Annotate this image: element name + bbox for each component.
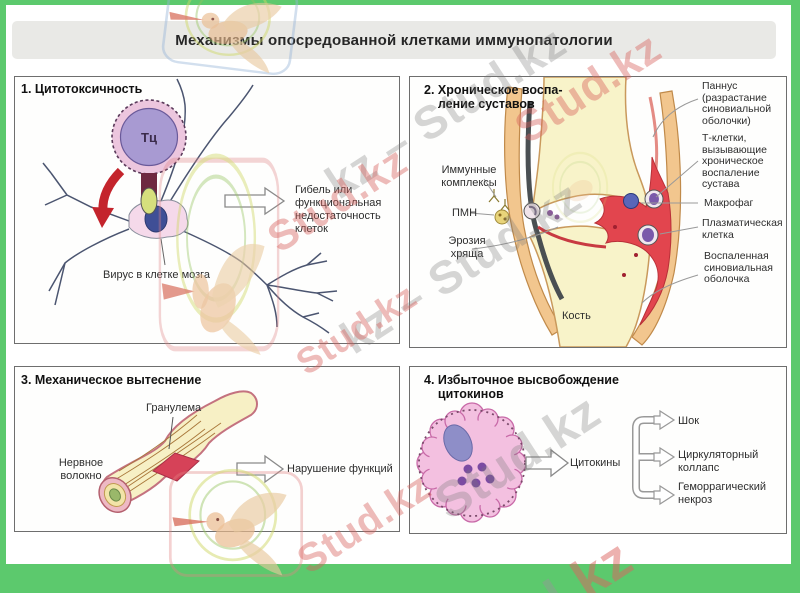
collapse-label: Циркуляторный коллапс bbox=[678, 449, 759, 474]
granuloma-leader-line bbox=[168, 416, 174, 450]
cartilage-dark-band bbox=[525, 100, 565, 301]
macrophage-label: Макрофаг bbox=[704, 197, 754, 209]
t-cells-label: Т-клетки, вызывающие хроническое воспале… bbox=[702, 132, 768, 190]
red-arrow-head bbox=[92, 207, 114, 228]
outcome-arrow bbox=[236, 454, 285, 484]
panel-mechanical-displacement: 3. Механическое вытеснение Гранулема Нер… bbox=[14, 366, 400, 532]
panel1-title: 1. Цитотоксичность bbox=[21, 82, 143, 96]
frame-bottom-bar bbox=[0, 564, 800, 593]
red-dot bbox=[613, 225, 617, 229]
panel4-title: 4. Избыточное высвобождение цитокинов bbox=[424, 373, 619, 401]
macrophage-cell bbox=[416, 402, 527, 523]
granzyme-vesicle bbox=[140, 187, 158, 215]
fiber-cut-end bbox=[98, 477, 132, 513]
outcome-label: Гибель или функциональная недостаточност… bbox=[295, 184, 382, 235]
pmn-granule bbox=[503, 217, 507, 221]
tc-cell-label: Тц bbox=[141, 130, 157, 145]
macrophage-granules bbox=[457, 462, 495, 488]
title-bar: Механизмы опосредованной клетками иммуно… bbox=[12, 21, 776, 59]
cytokine-arrow bbox=[525, 448, 570, 478]
synovium-red-edge bbox=[648, 96, 659, 170]
macrophage-nucleus bbox=[443, 424, 473, 462]
red-arrow bbox=[98, 167, 125, 212]
virus-leader-line bbox=[160, 238, 166, 266]
plasma-cell-label: Плазматическая клетка bbox=[702, 217, 783, 241]
bone-upper bbox=[531, 77, 648, 215]
pmn-cell bbox=[494, 209, 510, 225]
shock-label: Шок bbox=[678, 415, 700, 427]
pannus-label: Паннус (разрастание синовиальной оболочк… bbox=[702, 80, 772, 127]
dendrites bbox=[42, 78, 338, 334]
immune-complexes-label: Иммунные комплексы bbox=[441, 164, 497, 189]
outcome-arrow bbox=[224, 186, 286, 216]
frame-right bbox=[791, 0, 800, 593]
pmn-granule bbox=[498, 213, 502, 217]
page-title: Механизмы опосредованной клетками иммуно… bbox=[175, 31, 613, 49]
nerve-label: Нервное волокно bbox=[58, 457, 104, 482]
panel-joint-inflammation: 2. Хроническое воспа- ление суставов Имм… bbox=[409, 76, 787, 348]
macrophage-illustration bbox=[416, 402, 676, 523]
macrophage-cell bbox=[623, 193, 639, 209]
panel2-title: 2. Хроническое воспа- ление суставов bbox=[424, 83, 563, 111]
frame-left bbox=[0, 0, 6, 593]
immune-complex-y-shapes bbox=[488, 189, 510, 211]
dysfunction-label: Нарушение функций bbox=[287, 463, 393, 475]
tc-cell-body bbox=[119, 107, 179, 167]
neuron-illustration: Тц bbox=[42, 78, 338, 334]
panel-cytotoxicity: Тц 1. Цитотоксичность Гибель или функцио… bbox=[14, 76, 400, 344]
small-cell bbox=[547, 210, 553, 216]
leader-lines bbox=[469, 98, 699, 304]
plasma-cell-2 bbox=[642, 228, 654, 242]
red-dot bbox=[634, 253, 638, 257]
erosion-label: Эрозия хряща bbox=[448, 235, 486, 260]
small-cell bbox=[554, 214, 560, 220]
granuloma-label: Гранулема bbox=[146, 402, 202, 414]
cytokines-label: Цитокины bbox=[570, 457, 621, 469]
panel3-title: 3. Механическое вытеснение bbox=[21, 373, 202, 387]
fork-bracket bbox=[632, 409, 676, 506]
necrosis-label: Геморрагический некроз bbox=[678, 481, 766, 506]
monocyte-nucleus bbox=[528, 205, 537, 216]
monocyte-cell bbox=[523, 202, 541, 220]
panel-cytokine-release: 4. Избыточное высвобождение цитокинов Ци… bbox=[409, 366, 787, 534]
virus-label: Вирус в клетке мозга bbox=[103, 269, 211, 281]
erosion-red-line bbox=[537, 225, 607, 249]
joint-illustration bbox=[469, 77, 699, 347]
inflamed-synovium-label: Воспаленная синовиальная оболочка bbox=[704, 250, 773, 285]
bone-label: Кость bbox=[562, 310, 591, 322]
frame-top bbox=[0, 0, 800, 5]
red-dot bbox=[622, 273, 626, 277]
pmn-label: ПМН bbox=[452, 207, 478, 219]
granuloma bbox=[152, 452, 200, 482]
nerve-fiber-illustration bbox=[98, 390, 285, 513]
